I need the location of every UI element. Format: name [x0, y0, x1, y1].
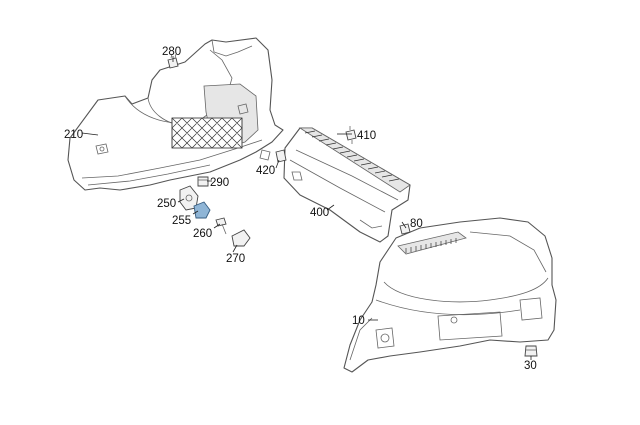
callout-400: 400 — [310, 207, 329, 219]
part-255-retainer[interactable] — [193, 201, 211, 219]
callout-290: 290 — [210, 177, 229, 189]
leader-lines — [81, 56, 532, 360]
callout-255: 255 — [172, 215, 191, 227]
part-30-plug[interactable] — [524, 345, 538, 357]
callout-10: 10 — [352, 315, 365, 327]
callout-410: 410 — [357, 130, 376, 142]
callout-250: 250 — [157, 198, 176, 210]
part-80-clip[interactable] — [399, 223, 411, 235]
part-290-plug[interactable] — [197, 176, 209, 187]
part-270-clip[interactable] — [231, 229, 251, 247]
callout-80: 80 — [410, 218, 423, 230]
callout-30: 30 — [524, 360, 537, 372]
part-10-right-trim-panel[interactable] — [343, 217, 557, 373]
callout-210: 210 — [64, 129, 83, 141]
callout-260: 260 — [193, 228, 212, 240]
callout-270: 270 — [226, 253, 245, 265]
part-410-clip[interactable] — [345, 126, 357, 144]
part-400-sill-trim[interactable] — [283, 127, 411, 243]
part-420-clip[interactable] — [275, 149, 287, 163]
part-210-left-trim-panel[interactable] — [67, 37, 284, 191]
callout-280: 280 — [162, 46, 181, 58]
part-260-screw[interactable] — [215, 217, 227, 235]
callout-labels: 280 210 290 250 255 260 270 410 420 400 … — [64, 46, 537, 372]
callout-420: 420 — [256, 165, 275, 177]
